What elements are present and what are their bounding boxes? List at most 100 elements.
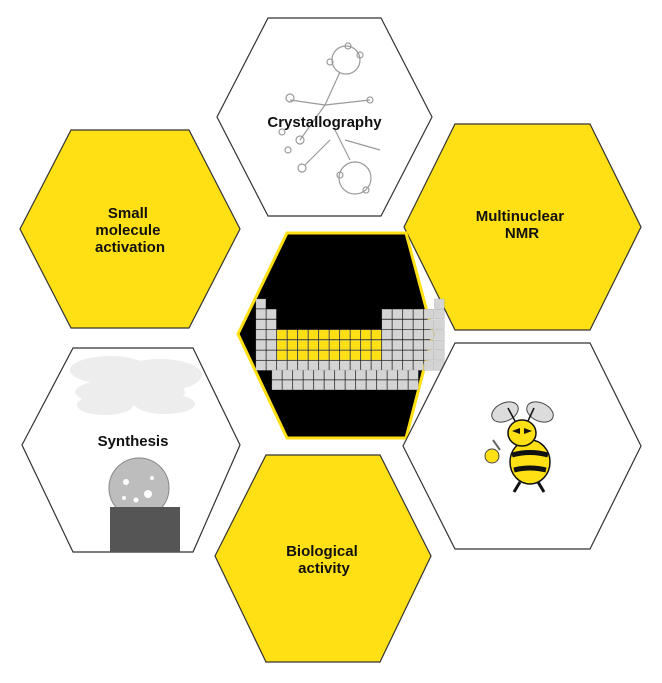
- periodic-table-cell: [318, 360, 329, 371]
- periodic-table-cell: [255, 329, 266, 340]
- periodic-table-cell: [255, 360, 266, 371]
- periodic-table-cell: [381, 360, 392, 371]
- periodic-table-cell: [392, 340, 403, 350]
- periodic-table-cell: [308, 350, 319, 361]
- periodic-table-cell: [366, 380, 377, 390]
- periodic-table-cell: [297, 350, 308, 361]
- periodic-table-cell: [434, 298, 445, 309]
- periodic-table-cell: [255, 319, 266, 330]
- periodic-table-cell: [387, 380, 398, 390]
- periodic-table-cell: [287, 350, 298, 361]
- periodic-table-cell: [324, 369, 335, 380]
- periodic-table-cell: [423, 350, 434, 361]
- hornet-mascot-icon: [484, 401, 554, 493]
- periodic-table-cell: [355, 380, 366, 390]
- periodic-table-cell: [276, 329, 287, 340]
- small-molecule-label: Small molecule activation: [95, 205, 165, 256]
- periodic-table-cell: [276, 340, 287, 350]
- periodic-table-cell: [345, 380, 356, 390]
- periodic-table-cell: [266, 340, 277, 350]
- periodic-table-cell: [271, 380, 282, 390]
- periodic-table-cell: [381, 319, 392, 330]
- periodic-table-cell: [423, 329, 434, 340]
- periodic-table-cell: [392, 309, 403, 319]
- heating-mantle-icon: [110, 507, 180, 552]
- periodic-table-cell: [371, 340, 382, 350]
- periodic-table-cell: [345, 369, 356, 380]
- periodic-table-cell: [329, 360, 340, 371]
- periodic-table-cell: [402, 319, 413, 330]
- periodic-table-cell: [350, 360, 361, 371]
- periodic-table-cell: [339, 350, 350, 361]
- periodic-table-cell: [276, 350, 287, 361]
- periodic-table-cell: [329, 340, 340, 350]
- periodic-table-cell: [423, 360, 434, 371]
- periodic-table-cell: [434, 319, 445, 330]
- hex-small-molecule-activation: Small molecule activation: [19, 129, 241, 329]
- periodic-table-cell: [255, 340, 266, 350]
- periodic-table-cell: [287, 360, 298, 371]
- periodic-table-cell: [350, 329, 361, 340]
- periodic-table-cell: [413, 329, 424, 340]
- periodic-table-cell: [392, 350, 403, 361]
- periodic-table-cell: [413, 309, 424, 319]
- periodic-table-cell: [392, 360, 403, 371]
- periodic-table-cell: [308, 329, 319, 340]
- crystallography-label: Crystallography: [267, 114, 382, 131]
- smoke-cloud-icon: [70, 356, 202, 415]
- periodic-table-cell: [423, 319, 434, 330]
- periodic-table-cell: [402, 360, 413, 371]
- periodic-table-cell: [434, 340, 445, 350]
- periodic-table-cell: [266, 329, 277, 340]
- periodic-table-cell: [355, 369, 366, 380]
- round-flask-icon: [108, 457, 170, 519]
- periodic-table-cell: [287, 340, 298, 350]
- periodic-table-cell: [266, 309, 277, 319]
- periodic-table-cell: [292, 380, 303, 390]
- periodic-table-cell: [402, 329, 413, 340]
- periodic-table-cell: [303, 380, 314, 390]
- periodic-table-cell: [402, 350, 413, 361]
- periodic-table-cell: [366, 369, 377, 380]
- periodic-table-cell: [434, 309, 445, 319]
- periodic-table-cell: [255, 309, 266, 319]
- periodic-table-cell: [423, 340, 434, 350]
- periodic-table-cell: [397, 380, 408, 390]
- periodic-table-cell: [387, 369, 398, 380]
- periodic-table-cell: [318, 340, 329, 350]
- hex-crystallography: Crystallography: [216, 17, 433, 217]
- periodic-table-cell: [324, 380, 335, 390]
- periodic-table-cell: [434, 329, 445, 340]
- periodic-table-cell: [392, 319, 403, 330]
- periodic-table-cell: [408, 369, 419, 380]
- periodic-table-cell: [334, 380, 345, 390]
- periodic-table-cell: [318, 350, 329, 361]
- periodic-table-cell: [381, 350, 392, 361]
- periodic-table-cell: [266, 360, 277, 371]
- periodic-table-cell: [413, 319, 424, 330]
- periodic-table-cell: [339, 340, 350, 350]
- periodic-table-cell: [413, 360, 424, 371]
- periodic-table-cell: [297, 340, 308, 350]
- periodic-table-cell: [360, 340, 371, 350]
- periodic-table-cell: [350, 340, 361, 350]
- periodic-table-cell: [381, 340, 392, 350]
- biological-label: Biological activity: [286, 543, 362, 577]
- periodic-table-cell: [334, 369, 345, 380]
- periodic-table-icon: [255, 298, 445, 390]
- nmr-label: Multinuclear NMR: [476, 208, 569, 242]
- periodic-table-cell: [360, 329, 371, 340]
- periodic-table-cell: [255, 350, 266, 361]
- periodic-table-cell: [381, 329, 392, 340]
- periodic-table-cell: [413, 340, 424, 350]
- periodic-table-cell: [292, 369, 303, 380]
- periodic-table-cell: [360, 360, 371, 371]
- periodic-table-cell: [313, 369, 324, 380]
- periodic-table-cell: [303, 369, 314, 380]
- hex-multinuclear-nmr: Multinuclear NMR: [403, 123, 642, 331]
- periodic-table-cell: [408, 380, 419, 390]
- periodic-table-cell: [255, 298, 266, 309]
- periodic-table-cell: [360, 350, 371, 361]
- periodic-table-cell: [381, 309, 392, 319]
